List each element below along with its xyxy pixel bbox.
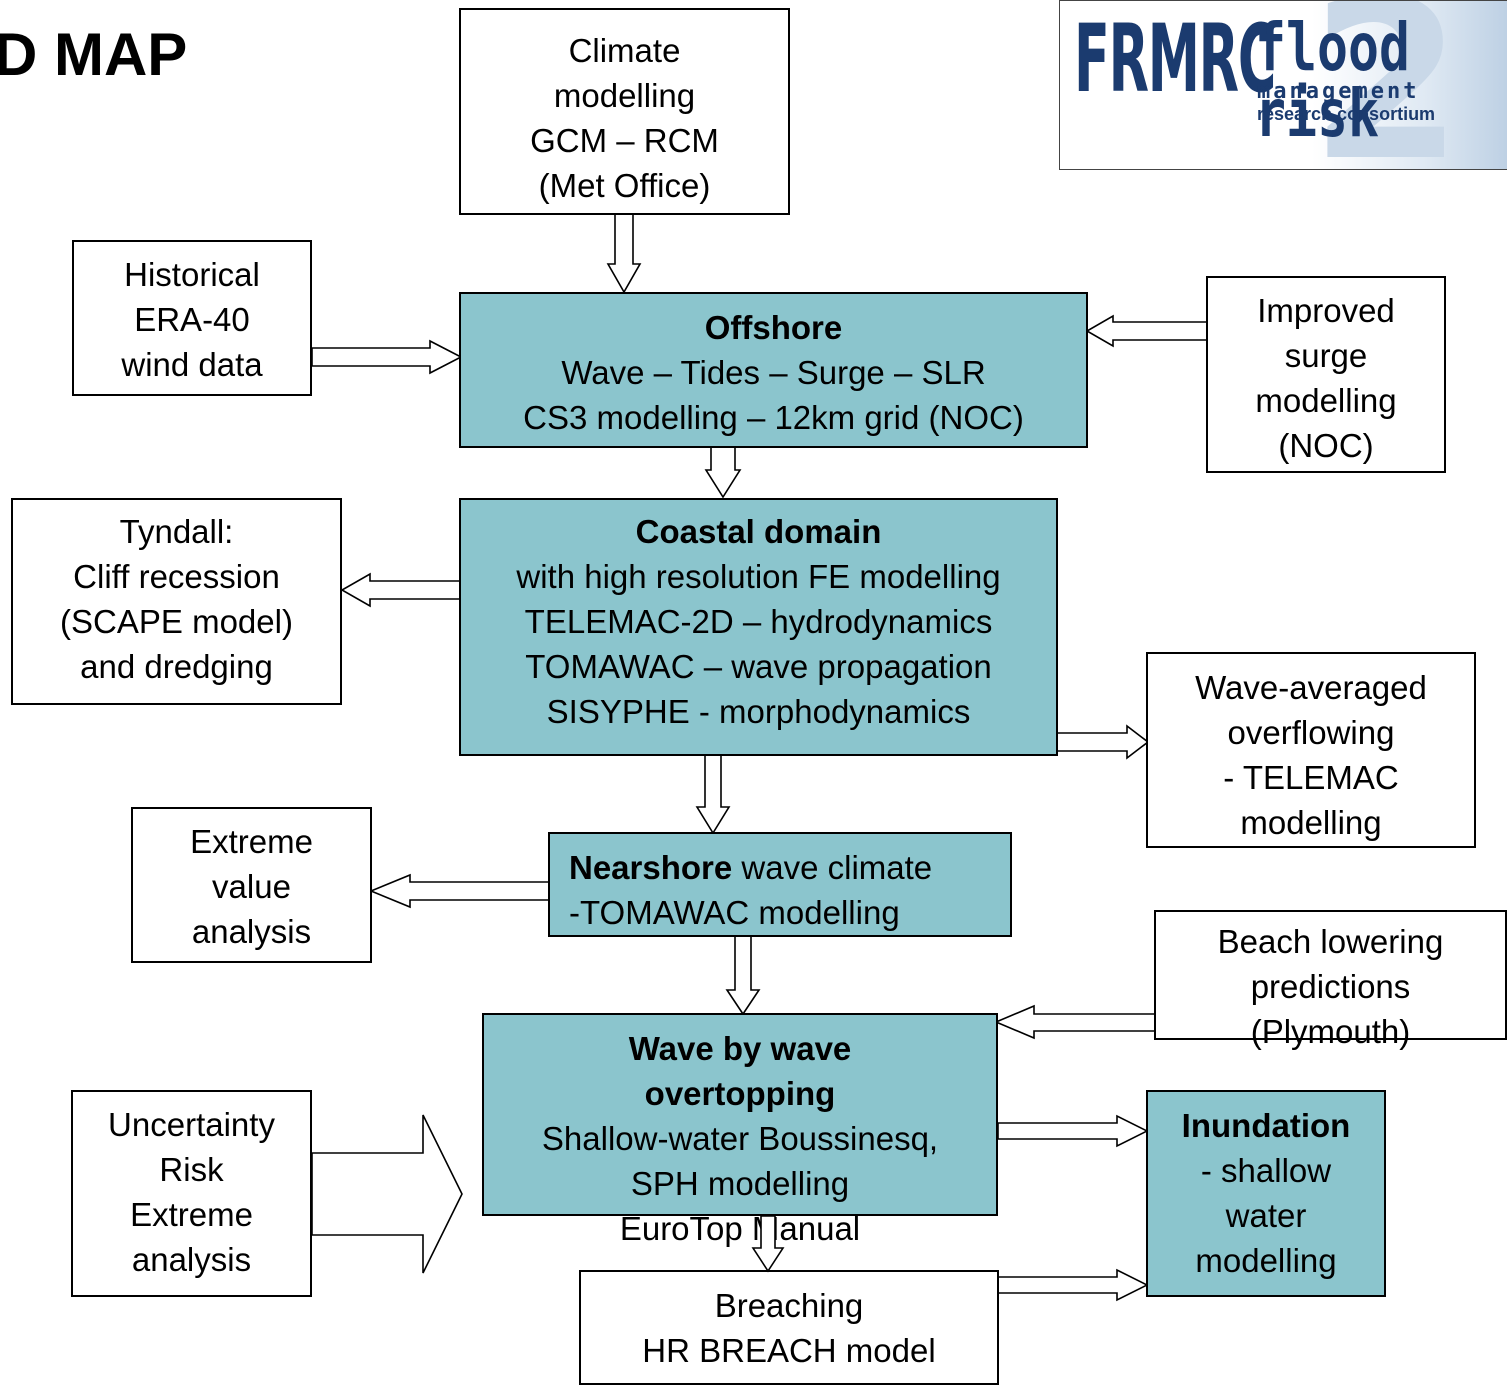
- logo-research-consortium: research consortium: [1257, 104, 1436, 124]
- node-line: CS3 modelling – 12km grid (NOC): [523, 399, 1024, 436]
- node-uncertainty-risk: Uncertainty Risk Extreme analysis: [71, 1090, 312, 1297]
- node-line: ERA-40: [134, 301, 250, 338]
- arrow-coastal-to-waveavg: [1056, 724, 1150, 760]
- logo-frmrc-wordmark: FRMRC: [1074, 5, 1276, 114]
- node-line: (Met Office): [538, 167, 711, 204]
- node-coastal-domain: Coastal domain with high resolution FE m…: [459, 498, 1058, 756]
- arrow-breaching-to-inundation: [997, 1268, 1149, 1302]
- node-breaching: Breaching HR BREACH model: [579, 1270, 999, 1385]
- node-line: analysis: [191, 913, 312, 950]
- arrow-nearshore-to-wavebywave: [725, 935, 761, 1016]
- node-line: Wave – Tides – Surge – SLR: [561, 354, 986, 391]
- node-line: Extreme: [130, 1196, 253, 1233]
- node-line: modelling: [1195, 1242, 1337, 1279]
- node-heading: Offshore: [704, 309, 843, 346]
- node-line: Beach lowering: [1217, 923, 1444, 960]
- node-line: Improved: [1257, 292, 1395, 329]
- node-line: wind data: [121, 346, 263, 383]
- arrow-nearshore-to-extreme: [368, 873, 550, 909]
- node-line: Uncertainty: [108, 1106, 275, 1143]
- node-line: Cliff recession: [73, 558, 280, 595]
- node-wave-by-wave-overtopping: Wave by wave overtopping Shallow-water B…: [482, 1013, 998, 1247]
- node-line: - shallow: [1200, 1152, 1332, 1189]
- node-line: (SCAPE model): [60, 603, 293, 640]
- node-line: Risk: [159, 1151, 224, 1188]
- node-wave-averaged-overflowing: Wave-averaged overflowing - TELEMAC mode…: [1146, 652, 1476, 848]
- arrow-surge-to-offshore: [1085, 314, 1208, 348]
- node-line: modelling: [1240, 804, 1382, 841]
- node-line: Breaching: [714, 1287, 864, 1324]
- node-line: SISYPHE - morphodynamics: [546, 693, 971, 730]
- node-heading: overtopping: [644, 1075, 836, 1112]
- node-line: modelling: [553, 77, 696, 114]
- node-beach-lowering-predictions: Beach lowering predictions (Plymouth): [1154, 910, 1507, 1050]
- node-line: predictions: [1250, 968, 1411, 1005]
- node-heading: Coastal domain: [635, 513, 882, 550]
- node-line: Historical: [124, 256, 260, 293]
- node-line: analysis: [131, 1241, 252, 1278]
- node-line: (Plymouth): [1250, 1013, 1411, 1050]
- node-line: GCM – RCM: [530, 122, 719, 159]
- frmrc-logo: 2 FRMRC flood risk management research c…: [1059, 0, 1507, 170]
- node-inundation: Inundation - shallow water modelling: [1146, 1090, 1386, 1297]
- node-extreme-value-analysis: Extreme value analysis: [131, 807, 372, 963]
- arrow-coastal-to-nearshore: [695, 754, 731, 835]
- arrow-beach-to-wavebywave: [993, 1004, 1156, 1040]
- node-line: - TELEMAC: [1223, 759, 1399, 796]
- node-line: Tyndall:: [119, 513, 234, 550]
- node-nearshore-wave-climate: Nearshore wave climate -TOMAWAC modellin…: [548, 832, 1012, 937]
- node-line: overflowing: [1227, 714, 1395, 751]
- node-line: HR BREACH model: [642, 1332, 936, 1369]
- arrow-coastal-to-tyndall: [340, 572, 461, 608]
- node-line: SPH modelling: [630, 1165, 850, 1202]
- node-line: Wave-averaged: [1195, 669, 1427, 706]
- arrow-uncertainty-to-wavebywave: [311, 1114, 463, 1274]
- node-tyndall-cliff-recession: Tyndall: Cliff recession (SCAPE model) a…: [11, 498, 342, 705]
- arrow-offshore-to-coastal: [704, 446, 742, 499]
- node-climate-modelling: Climate modelling GCM – RCM (Met Office): [459, 8, 790, 215]
- logo-phase-numeral: 2: [1310, 0, 1464, 170]
- node-heading: Wave by wave: [628, 1030, 852, 1067]
- node-line: TOMAWAC – wave propagation: [525, 648, 992, 685]
- node-offshore: Offshore Wave – Tides – Surge – SLR CS3 …: [459, 292, 1088, 448]
- node-line: Shallow-water Boussinesq,: [541, 1120, 939, 1157]
- node-line: -TOMAWAC modelling: [569, 894, 900, 931]
- logo-management: management: [1257, 79, 1420, 104]
- node-line: EuroTop Manual: [619, 1210, 861, 1247]
- arrow-wavebywave-to-inundation: [997, 1114, 1149, 1148]
- node-line: with high resolution FE modelling: [516, 558, 1001, 595]
- node-heading-line: Nearshore wave climate: [569, 845, 932, 890]
- node-heading: Nearshore: [569, 849, 733, 886]
- logo-flood-risk: flood risk: [1255, 9, 1410, 152]
- node-line: TELEMAC-2D – hydrodynamics: [524, 603, 993, 640]
- node-heading-rest: wave climate: [732, 849, 933, 886]
- page-title: D MAP: [0, 21, 188, 88]
- node-line: modelling: [1255, 382, 1397, 419]
- node-heading: Inundation: [1181, 1107, 1351, 1144]
- node-line: surge: [1284, 337, 1368, 374]
- node-line: Extreme: [190, 823, 313, 860]
- arrow-historical-to-offshore: [311, 339, 463, 375]
- node-line: value: [212, 868, 291, 905]
- node-line: water: [1225, 1197, 1307, 1234]
- node-line: Climate: [568, 32, 681, 69]
- node-historical-wind-data: Historical ERA-40 wind data: [72, 240, 312, 396]
- node-improved-surge-modelling: Improved surge modelling (NOC): [1206, 276, 1446, 473]
- node-line: (NOC): [1278, 427, 1374, 464]
- arrow-climate-to-offshore: [606, 213, 642, 294]
- node-line: and dredging: [80, 648, 273, 685]
